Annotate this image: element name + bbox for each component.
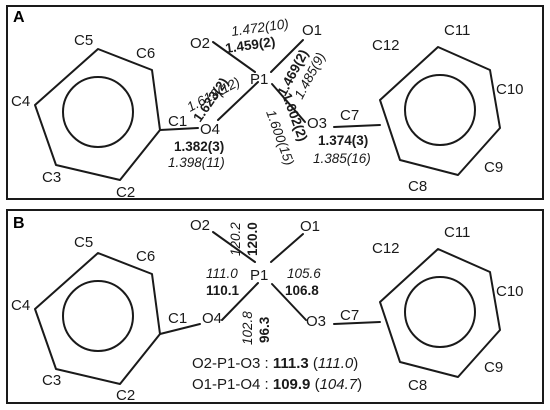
panel-a-atom-c11: C11 — [444, 22, 470, 39]
panel-b-atom-c10: C10 — [496, 283, 524, 300]
panel-a-atom-c5: C5 — [74, 32, 93, 49]
panel-a: A O2 O1 P1 O3 O4 C5 C6 C4 C1 C3 C2 C7 C1… — [6, 5, 544, 201]
panel-b-angle-o4-p1-o3-italic: 102.8 — [240, 311, 255, 345]
panel-b-atom-c5: C5 — [74, 234, 93, 251]
panel-a-left-ring-aromatic — [62, 76, 134, 148]
panel-a-atom-c6: C6 — [136, 45, 155, 62]
panel-b-right-ring — [379, 248, 501, 378]
panel-b-frame — [6, 209, 544, 404]
panel-b-right-ring-aromatic — [404, 276, 476, 348]
panel-b-angle-o4-p1-o3-bold: 96.3 — [257, 316, 272, 343]
panel-a-length-p1-o2-bold: 1.459(2) — [224, 34, 276, 56]
panel-b-bond-p1-o1 — [270, 233, 304, 263]
panel-b-atom-c6: C6 — [136, 248, 155, 265]
panel-a-bond-o3-c7 — [333, 124, 381, 128]
panel-a-length-c1-o4-italic: 1.398(11) — [168, 155, 225, 170]
panel-a-right-ring — [379, 46, 501, 176]
panel-b-bond-o3-c7 — [333, 321, 381, 325]
panel-a-atom-c7: C7 — [340, 107, 359, 124]
panel-a-label: A — [13, 9, 25, 26]
panel-b-atom-c2: C2 — [116, 387, 135, 404]
panel-b-atom-p1: P1 — [250, 267, 268, 284]
panel-b-bond-p1-o2 — [212, 231, 256, 263]
panel-b-left-ring — [34, 252, 161, 385]
panel-b-angle-o1-p1-o3-italic: 105.6 — [287, 266, 321, 281]
panel-b-angle-o2-p1-o4-italic: 111.0 — [206, 266, 238, 281]
panel-b-atom-o1: O1 — [300, 218, 320, 235]
panel-a-atom-c9: C9 — [484, 159, 503, 176]
panel-b-equation-o2-p1-o3: O2-P1-O3 : 111.3 (111.0) — [192, 355, 358, 372]
panel-a-atom-o4: O4 — [200, 121, 220, 138]
panel-b-angle-o2-p1-o1-bold: 120.0 — [245, 222, 260, 256]
panel-b-atom-c8: C8 — [408, 377, 427, 394]
panel-b-atom-c7: C7 — [340, 307, 359, 324]
panel-a-atom-o3: O3 — [307, 115, 327, 132]
panel-b-atom-c12: C12 — [372, 240, 400, 257]
panel-a-atom-o1: O1 — [302, 22, 322, 39]
panel-a-length-c7-o3-italic: 1.385(16) — [313, 151, 371, 166]
panel-b-label: B — [13, 215, 25, 232]
panel-a-atom-c4: C4 — [11, 93, 30, 110]
panel-b-atom-c4: C4 — [11, 297, 30, 314]
panel-b-equation-o1-p1-o4: O1-P1-O4 : 109.9 (104.7) — [192, 376, 362, 393]
panel-b-bond-c1-o4 — [159, 323, 201, 335]
panel-a-length-c7-o3-bold: 1.374(3) — [318, 133, 368, 148]
panel-a-atom-c12: C12 — [372, 37, 400, 54]
panel-b-angle-o2-p1-o4-bold: 110.1 — [206, 283, 240, 298]
panel-a-frame — [6, 5, 544, 200]
panel-b-atom-c9: C9 — [484, 359, 503, 376]
panel-a-atom-c2: C2 — [116, 184, 135, 201]
panel-a-atom-o2: O2 — [190, 35, 210, 52]
panel-a-left-ring — [34, 48, 161, 181]
panel-b-atom-o4: O4 — [202, 310, 222, 327]
panel-b-atom-c11: C11 — [444, 224, 470, 241]
panel-a-atom-c1: C1 — [168, 113, 187, 130]
panel-a-bond-p1-o2 — [212, 41, 256, 73]
panel-b-left-ring-aromatic — [62, 280, 134, 352]
panel-a-bond-p1-o1 — [270, 39, 304, 73]
panel-a-atom-p1: P1 — [250, 71, 268, 88]
panel-b-atom-o3: O3 — [306, 313, 326, 330]
panel-a-bond-c1-o4 — [159, 127, 199, 131]
panel-b-angle-o1-p1-o3-bold: 106.8 — [285, 283, 319, 298]
panel-b: B O2 O1 P1 O3 O4 C5 C6 C4 C1 C3 C2 C7 C1… — [6, 209, 544, 404]
panel-b-bond-p1-o4 — [221, 282, 259, 321]
panel-b-atom-o2: O2 — [190, 217, 210, 234]
panel-a-bond-p1-o4 — [217, 81, 259, 121]
panel-b-bond-p1-o3 — [271, 283, 307, 321]
panel-a-atom-c8: C8 — [408, 178, 427, 195]
panel-a-atom-c3: C3 — [42, 169, 61, 186]
panel-a-atom-c10: C10 — [496, 81, 524, 98]
panel-a-right-ring-aromatic — [404, 74, 476, 146]
panel-b-atom-c1: C1 — [168, 310, 187, 327]
panel-a-bond-p1-o3 — [271, 83, 306, 123]
panel-b-angle-o2-p1-o1-italic: 120.2 — [228, 222, 243, 256]
panel-a-length-c1-o4-bold: 1.382(3) — [174, 139, 224, 154]
panel-b-atom-c3: C3 — [42, 372, 61, 389]
